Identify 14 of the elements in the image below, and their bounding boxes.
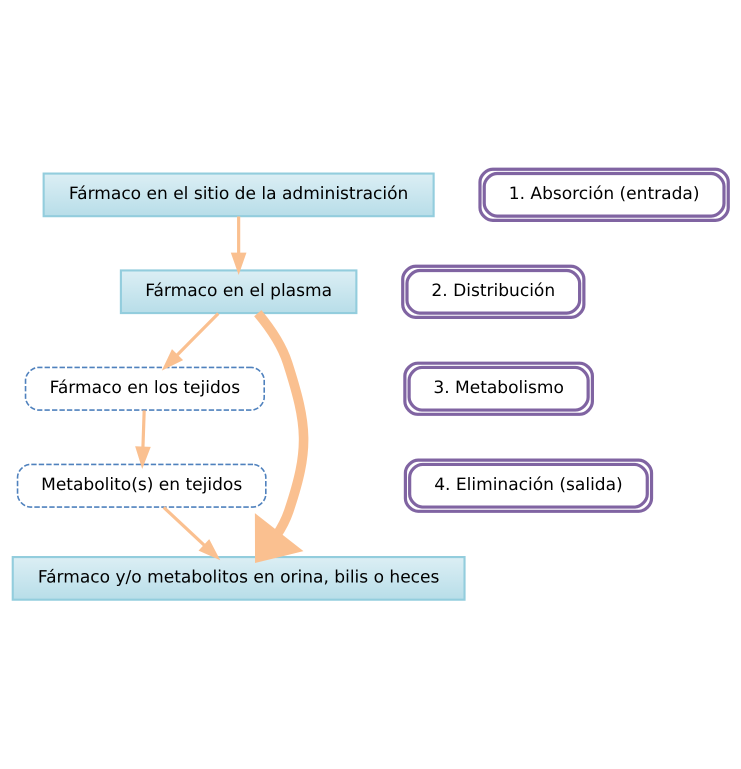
node-box: 4. Eliminación (salida) xyxy=(404,458,654,513)
arrow xyxy=(162,312,220,371)
node-box: Fármaco y/o metabolitos en orina, bilis o heces xyxy=(12,556,466,601)
node-box: 1. Absorción (entrada) xyxy=(478,168,730,222)
arrow xyxy=(230,216,246,276)
node-box: Fármaco en el sitio de la administración xyxy=(42,172,435,218)
node-box: Fármaco en el plasma xyxy=(120,269,358,314)
node-box: 2. Distribución xyxy=(401,264,586,319)
arrow xyxy=(135,410,151,469)
node-box: 3. Metabolismo xyxy=(403,362,594,416)
arrow xyxy=(254,310,308,563)
node-box: Fármaco en los tejidos xyxy=(24,366,266,411)
arrow xyxy=(162,506,220,560)
node-box: Metabolito(s) en tejidos xyxy=(16,464,267,508)
